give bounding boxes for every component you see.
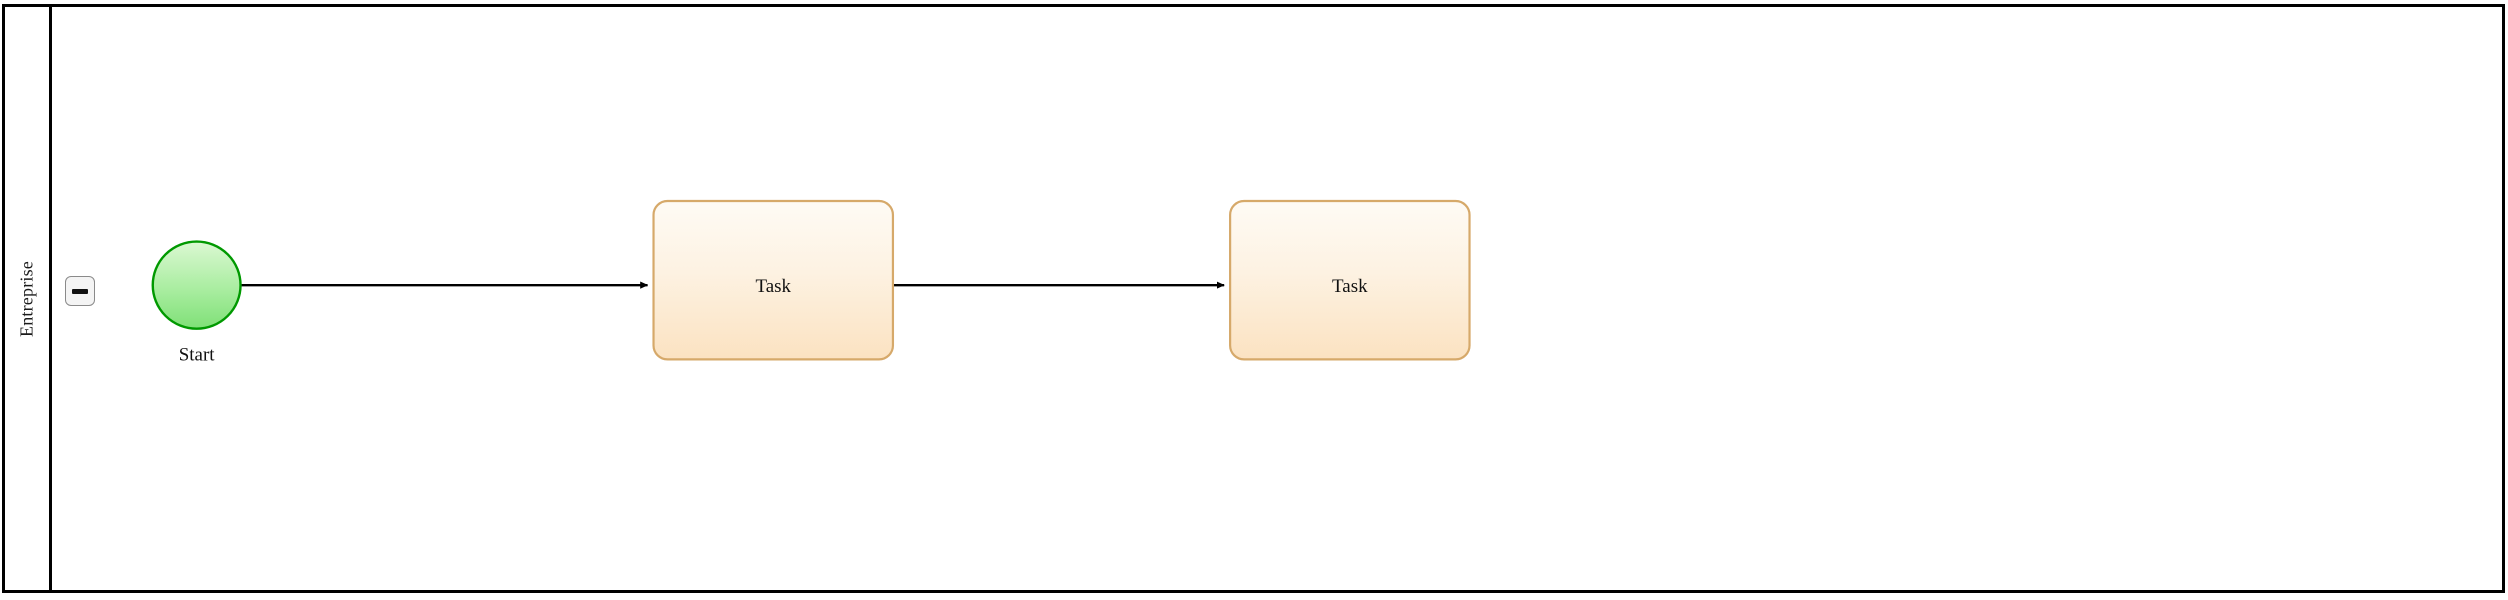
task-1-box[interactable] [652, 199, 895, 361]
lane-label-entreprise: Entreprise [16, 260, 37, 337]
lane-collapse-button[interactable] [65, 276, 95, 306]
bpmn-pool[interactable]: Entreprise [2, 4, 2505, 593]
lane-body: Start Task Task [52, 7, 2502, 590]
task-node-2[interactable] [1229, 199, 1471, 361]
start-event-circle[interactable] [151, 240, 242, 330]
lane-header[interactable]: Entreprise [5, 7, 52, 590]
start-event-label: Start [179, 344, 216, 365]
task-2-box[interactable] [1229, 199, 1471, 361]
minus-icon [72, 288, 88, 294]
task-node-1[interactable] [652, 199, 895, 361]
start-event-node[interactable] [151, 240, 242, 330]
diagram-shapes: Start Task Task [151, 199, 1471, 365]
